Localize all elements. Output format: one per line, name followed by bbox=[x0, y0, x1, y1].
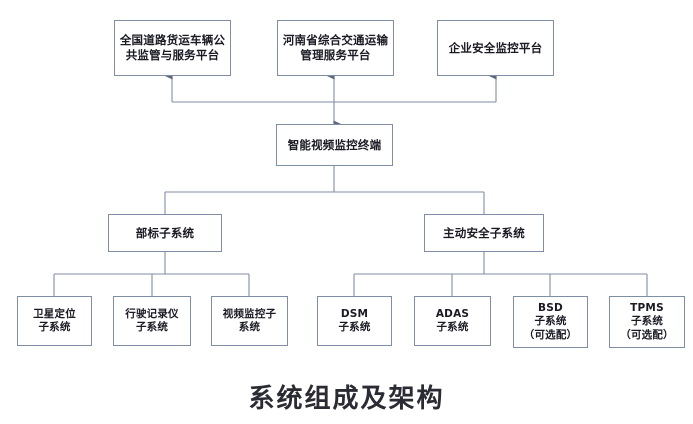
leaf-label-video-surveillance: 视频监控子 系统 bbox=[222, 307, 277, 333]
platform-box-national[interactable]: 全国道路货运车辆公 共监管与服务平台 bbox=[114, 20, 231, 76]
leaf-label-bsd: BSD 子系统 （可选配） bbox=[523, 301, 578, 341]
leaf-box-tpms[interactable]: TPMS 子系统 （可选配） bbox=[609, 296, 685, 348]
platform-label-national: 全国道路货运车辆公 共监管与服务平台 bbox=[119, 33, 226, 62]
subsystem-box-active-safety[interactable]: 主动安全子系统 bbox=[424, 214, 544, 252]
leaf-label-dsm: DSM 子系统 bbox=[338, 307, 371, 333]
leaf-box-dsm[interactable]: DSM 子系统 bbox=[317, 296, 392, 346]
leaf-label-tpms: TPMS 子系统 （可选配） bbox=[620, 301, 674, 341]
leaf-box-adas[interactable]: ADAS 子系统 bbox=[414, 296, 491, 346]
platform-label-henan: 河南省综合交通运输 管理服务平台 bbox=[282, 33, 389, 62]
leaf-box-bsd[interactable]: BSD 子系统 （可选配） bbox=[513, 296, 588, 348]
subsystem-label-bureau: 部标子系统 bbox=[135, 225, 195, 240]
subsystem-box-bureau[interactable]: 部标子系统 bbox=[108, 214, 222, 252]
platform-box-enterprise[interactable]: 企业安全监控平台 bbox=[437, 20, 554, 76]
leaf-box-video-surveillance[interactable]: 视频监控子 系统 bbox=[211, 296, 288, 346]
leaf-label-adas: ADAS 子系统 bbox=[435, 307, 470, 333]
terminal-label: 智能视频监控终端 bbox=[287, 137, 382, 152]
platform-label-enterprise: 企业安全监控平台 bbox=[448, 40, 543, 55]
subsystem-label-active-safety: 主动安全子系统 bbox=[443, 225, 525, 240]
platform-box-henan[interactable]: 河南省综合交通运输 管理服务平台 bbox=[277, 20, 394, 76]
leaf-box-driving-recorder[interactable]: 行驶记录仪 子系统 bbox=[113, 296, 191, 346]
leaf-label-driving-recorder: 行驶记录仪 子系统 bbox=[125, 307, 179, 333]
leaf-box-satellite-positioning[interactable]: 卫星定位 子系统 bbox=[17, 296, 92, 346]
leaf-label-satellite-positioning: 卫星定位 子系统 bbox=[33, 307, 76, 333]
diagram-caption: 系统组成及架构 bbox=[248, 384, 445, 414]
terminal-box[interactable]: 智能视频监控终端 bbox=[276, 124, 393, 166]
